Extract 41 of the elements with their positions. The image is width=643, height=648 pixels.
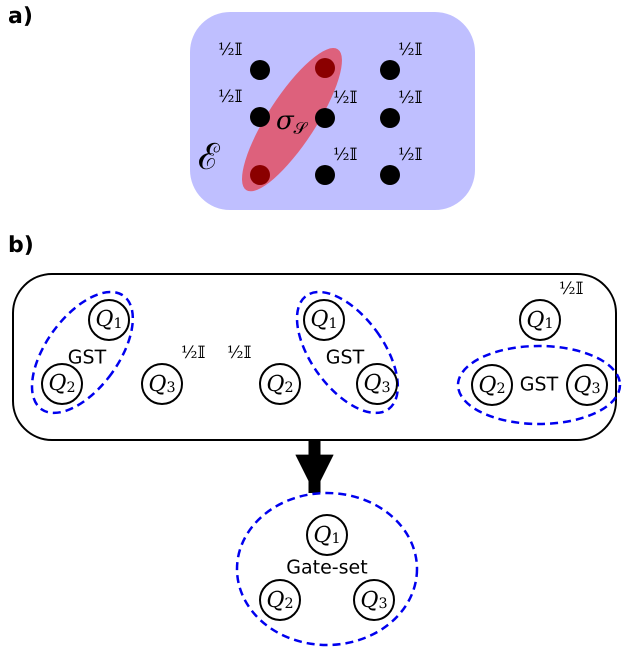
environment-region: [190, 12, 475, 210]
dot: [315, 108, 335, 128]
half-identity-label: ½𝕀: [218, 42, 242, 59]
half-identity-label: ½𝕀: [398, 90, 422, 107]
dot: [380, 60, 400, 80]
half-identity-label: ½𝕀: [218, 89, 242, 106]
arrow: [295, 441, 334, 493]
half-identity-label: ½𝕀: [333, 147, 358, 164]
qubit-circle: Q$_{3}$: [566, 364, 608, 406]
qubit-circle: Q$_{3}$: [356, 362, 398, 405]
dot: [250, 107, 270, 127]
dashed-ellipse: [456, 344, 622, 426]
half-identity-label: ½𝕀: [398, 42, 422, 59]
dashed-ellipse: [294, 290, 400, 414]
qubit-circle: Q$_{2}$: [259, 579, 301, 621]
half-identity-label: ½𝕀: [181, 345, 206, 362]
qubit-circle: Q$_{1}$: [306, 514, 348, 556]
half-identity-label: ½𝕀: [398, 147, 422, 164]
dashed-ellipse: [235, 491, 419, 647]
dot: [315, 165, 335, 185]
dashed-ellipse: [30, 290, 134, 414]
qubit-circle: Q$_{3}$: [353, 579, 395, 621]
group-label: Gate-set: [286, 558, 368, 578]
dot: [380, 165, 400, 185]
qubit-circle: Q$_{2}$: [471, 364, 513, 406]
dot: [250, 60, 270, 80]
qubit-circle: Q$_{3}$: [141, 363, 183, 405]
panel-label: b): [8, 233, 34, 258]
sigma-label: σ$_{𝒮}$: [276, 108, 307, 134]
half-identity-label: ½𝕀: [559, 281, 584, 298]
qubit-circle: Q$_{1}$: [519, 299, 561, 341]
qubit-circle: Q$_{1}$: [88, 298, 130, 341]
panel-label: a): [8, 4, 33, 29]
environment-symbol: ℰ: [198, 140, 220, 176]
dot: [380, 108, 400, 128]
group-label: GST: [520, 376, 558, 394]
qubit-circle: Q$_{1}$: [302, 298, 345, 341]
half-identity-label: ½𝕀: [333, 90, 358, 107]
qubit-circle: Q$_{2}$: [40, 362, 83, 405]
qubit-circle: Q$_{2}$: [259, 363, 301, 405]
half-identity-label: ½𝕀: [227, 345, 252, 362]
